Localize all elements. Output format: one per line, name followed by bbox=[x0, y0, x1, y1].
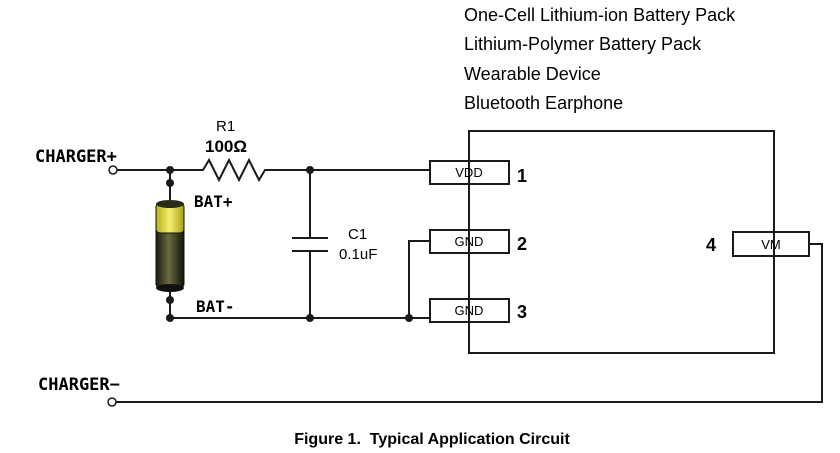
pin-number: 1 bbox=[517, 166, 527, 186]
ic-outline bbox=[468, 130, 775, 354]
bat-plus-label: BAT+ bbox=[194, 192, 233, 211]
pin-number: 3 bbox=[517, 302, 527, 322]
pin-name: VDD bbox=[455, 165, 482, 180]
r1-value-label: 100Ω bbox=[205, 137, 247, 156]
charger-plus-label: CHARGER+ bbox=[35, 147, 117, 167]
junction-dot bbox=[166, 314, 174, 322]
charger-minus-wire bbox=[116, 243, 823, 403]
pin-box-gnd-2 bbox=[429, 229, 510, 254]
application-line: Wearable Device bbox=[464, 64, 601, 84]
application-line: Bluetooth Earphone bbox=[464, 93, 623, 113]
bat-minus-label: BAT- bbox=[196, 297, 235, 316]
pin-number: 4 bbox=[706, 235, 716, 255]
battery bbox=[155, 200, 185, 292]
application-line: One-Cell Lithium-ion Battery Pack bbox=[464, 5, 736, 25]
pin-box-vdd bbox=[429, 160, 510, 185]
c1-value-label: 0.1uF bbox=[339, 246, 377, 263]
pin-box-gnd-3 bbox=[429, 298, 510, 323]
resistor-r1 bbox=[196, 157, 272, 183]
r1-name-label: R1 bbox=[216, 118, 235, 135]
application-line: Lithium-Polymer Battery Pack bbox=[464, 34, 702, 54]
junction-dot bbox=[166, 296, 174, 304]
pin-name: GND bbox=[455, 303, 484, 318]
c1-name-label: C1 bbox=[348, 226, 367, 243]
pin-name: GND bbox=[455, 234, 484, 249]
pin-name: VM bbox=[761, 237, 781, 252]
charger-minus-label: CHARGER− bbox=[38, 375, 120, 395]
charger-minus-terminal bbox=[107, 397, 117, 407]
capacitor-c1 bbox=[292, 170, 328, 318]
pin-number: 2 bbox=[517, 234, 527, 254]
figure-caption: Figure 1. Typical Application Circuit bbox=[294, 431, 570, 448]
charger-plus-terminal bbox=[108, 165, 118, 175]
